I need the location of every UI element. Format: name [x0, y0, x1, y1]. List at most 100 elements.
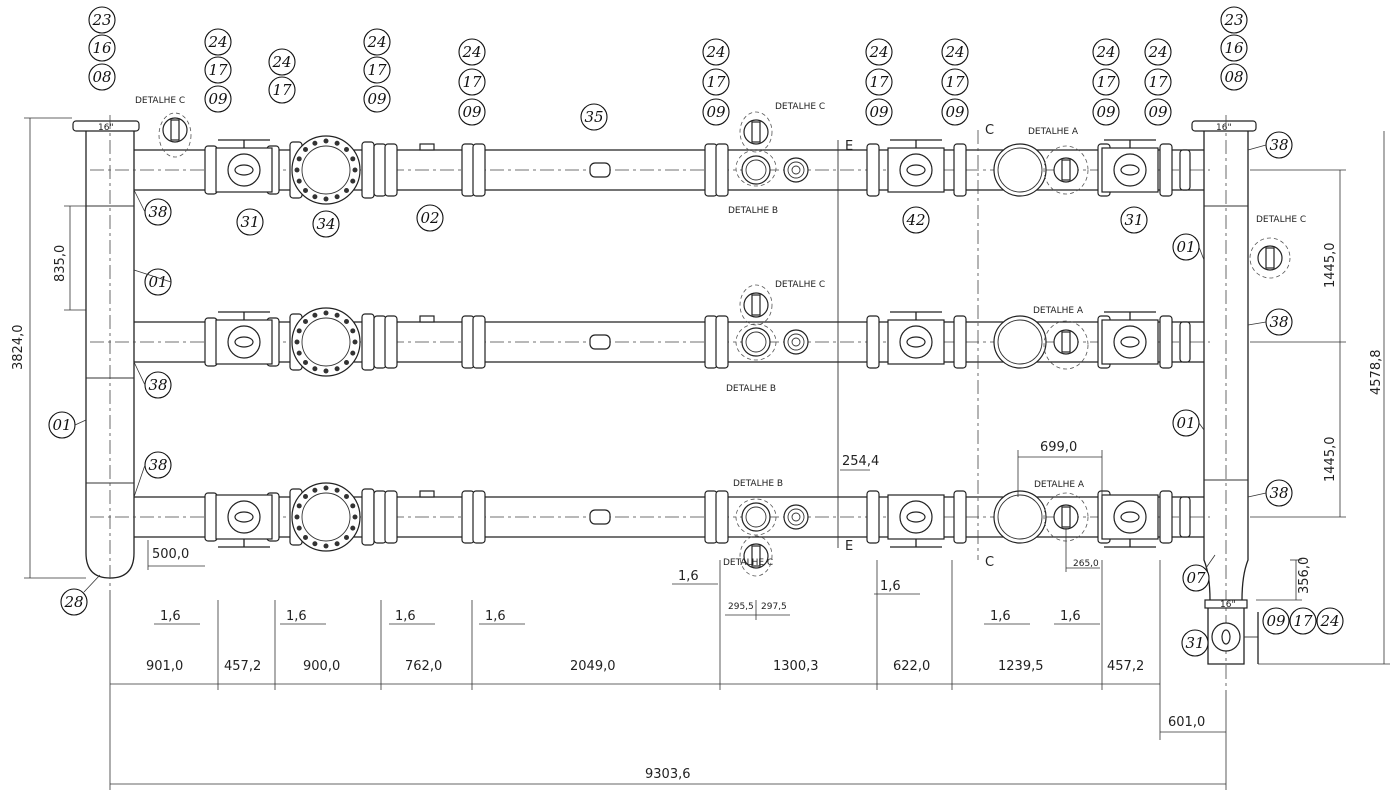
small-valve-stem — [751, 294, 761, 316]
item-tag-circle — [1182, 564, 1210, 592]
tap-bore — [791, 165, 801, 175]
valve-disc — [906, 511, 926, 523]
item-tag-circle — [363, 85, 391, 113]
bolt-hole — [312, 194, 318, 200]
svg-text:4578,8: 4578,8 — [1369, 350, 1384, 396]
bolt-hole — [350, 328, 356, 334]
thermowell — [589, 334, 611, 350]
flange — [204, 317, 218, 367]
gap-label: 1,6 — [1060, 609, 1081, 624]
flange — [953, 490, 967, 544]
svg-text:DETALHE B: DETALHE B — [733, 479, 783, 489]
svg-text:601,0: 601,0 — [1168, 715, 1205, 730]
bolt-hole — [296, 350, 302, 356]
item-tag-circle — [865, 68, 893, 96]
item-tag-number: 09 — [462, 103, 482, 121]
bolt-hole — [344, 146, 350, 152]
flange — [361, 488, 375, 546]
svg-text:9303,6: 9303,6 — [645, 767, 691, 782]
item-tag-circle — [702, 98, 730, 126]
svg-text:16": 16" — [1216, 123, 1232, 133]
flange — [361, 141, 375, 199]
svg-text:356,0: 356,0 — [1297, 557, 1312, 594]
item-tag-circle — [458, 68, 486, 96]
item-tag-circle — [458, 38, 486, 66]
svg-text:C: C — [985, 123, 994, 138]
bolt-hole — [350, 503, 356, 509]
small-valve-stem — [751, 121, 761, 143]
item-tag-circle — [60, 588, 88, 616]
item-tag-number: 01 — [52, 416, 71, 434]
bolt-hole — [323, 485, 329, 491]
flange — [866, 490, 880, 544]
item-tag-circle — [1144, 98, 1172, 126]
tag-leader — [1247, 321, 1267, 326]
flange — [704, 490, 718, 544]
item-tag-number: 17 — [1293, 612, 1313, 630]
item-tag-circle — [204, 56, 232, 84]
tap-bore — [791, 337, 801, 347]
pipe-branch-inner — [787, 508, 805, 526]
tag-leader — [1198, 422, 1205, 431]
bolt-hole — [323, 196, 329, 202]
item-tag-circle — [458, 98, 486, 126]
flange — [953, 143, 967, 197]
gap-label: 1,6 — [286, 609, 307, 624]
item-tag-number: 31 — [240, 213, 259, 231]
tag-leader — [1205, 554, 1216, 569]
item-tag-circle — [1316, 607, 1344, 635]
flange — [715, 490, 729, 544]
bolt-hole — [302, 188, 308, 194]
bolt-hole — [312, 312, 318, 318]
item-tag-number: 01 — [1176, 414, 1195, 432]
item-tag-number: 17 — [706, 73, 726, 91]
item-tag-number: 31 — [1185, 634, 1204, 652]
item-tag-number: 24 — [207, 33, 227, 51]
bolt-hole — [312, 140, 318, 146]
nozzle — [419, 490, 435, 498]
flange — [704, 143, 718, 197]
pipe-branch — [783, 157, 809, 183]
row-components — [162, 117, 1283, 569]
small-valve-stem — [1265, 247, 1275, 269]
item-tag-number: 24 — [1319, 612, 1339, 630]
small-valve-stem — [1061, 159, 1071, 181]
item-tag-circle — [1220, 6, 1248, 34]
svg-text:297,5: 297,5 — [761, 602, 787, 612]
flange — [361, 313, 375, 371]
svg-text:16": 16" — [1220, 600, 1236, 610]
item-tag-circle — [268, 76, 296, 104]
bolt-hole — [296, 525, 302, 531]
item-tag-number: 24 — [461, 43, 481, 61]
bolt-hole — [334, 194, 340, 200]
item-tag-circle — [702, 68, 730, 96]
valve-disc — [234, 336, 254, 348]
item-tag-number: 24 — [1147, 43, 1167, 61]
flange — [461, 315, 475, 369]
flange — [704, 315, 718, 369]
item-tag-circle — [1181, 629, 1209, 657]
bolt-hole — [302, 318, 308, 324]
blind-flange-inner — [301, 145, 351, 195]
svg-text:E: E — [845, 539, 853, 554]
item-tag-number: 17 — [462, 73, 482, 91]
item-tag-number: 24 — [944, 43, 964, 61]
item-tag-circle — [941, 98, 969, 126]
item-tag-number: 08 — [92, 68, 111, 86]
item-tag-circle — [363, 56, 391, 84]
item-tag-number: 09 — [1148, 103, 1168, 121]
item-tag-circle — [268, 48, 296, 76]
bolt-hole — [350, 156, 356, 162]
item-tag-circle — [1289, 607, 1317, 635]
tag-leader — [1247, 492, 1267, 498]
item-tags: 2316082417092417241709241709241709241709… — [48, 6, 1344, 657]
svg-text:E: E — [845, 139, 853, 154]
item-tag-circle — [865, 98, 893, 126]
flange — [461, 143, 475, 197]
item-tag-circle — [1220, 34, 1248, 62]
flange — [953, 315, 967, 369]
gap-label: 1,6 — [395, 609, 416, 624]
svg-text:16": 16" — [98, 123, 114, 133]
flange — [1179, 496, 1191, 538]
